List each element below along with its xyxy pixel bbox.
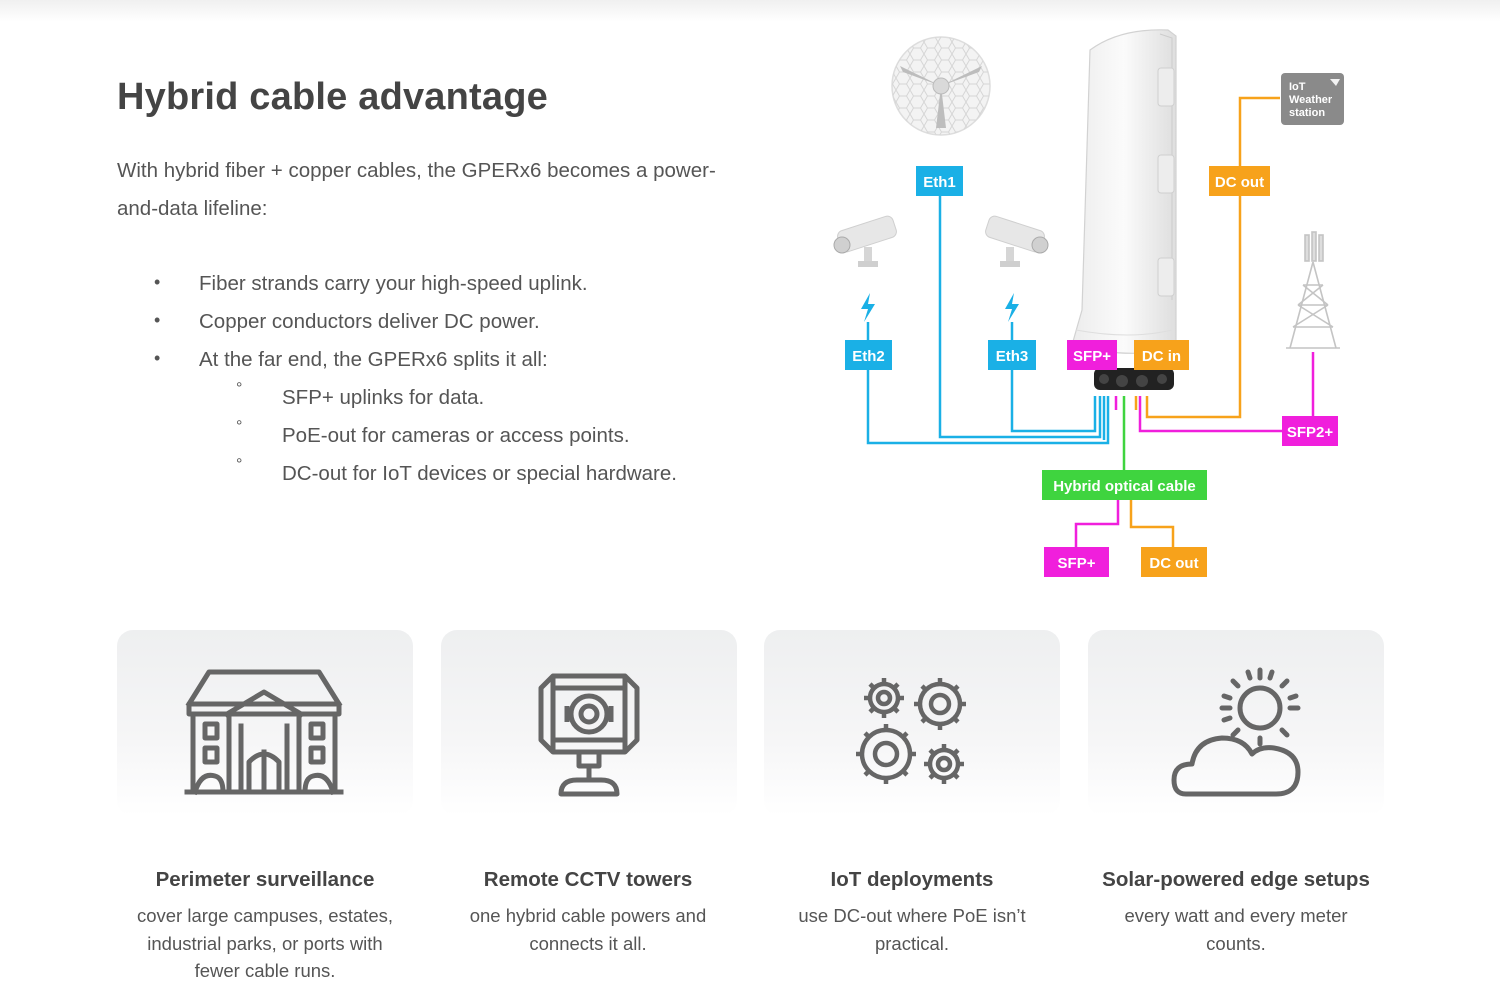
card-title: Remote CCTV towers — [483, 868, 693, 891]
card-description-line: use DC-out where PoE isn’t — [798, 905, 1026, 926]
dc-out-bottom-line — [1129, 500, 1175, 547]
card-description-line: fewer cable runs. — [194, 960, 336, 981]
sub-bullet-circle: ° — [236, 418, 243, 435]
svg-text:SFP+: SFP+ — [1058, 555, 1096, 572]
svg-text:SFP+: SFP+ — [1073, 348, 1111, 365]
iot-label-line: IoT — [1289, 81, 1306, 93]
intro-paragraph: With hybrid fiber + copper cables, the G… — [117, 159, 716, 220]
card-description-line: counts. — [1206, 932, 1266, 954]
bullet-dot: • — [154, 310, 161, 330]
sfp-bottom-line — [1074, 500, 1120, 547]
label-sfp2-plus: SFP2+ — [1282, 416, 1338, 446]
card-solar-edge — [1088, 630, 1384, 816]
poe-bolt-icon — [861, 293, 875, 322]
dc-lines — [1129, 96, 1280, 547]
card-description-line: cover large campuses, estates, — [136, 905, 394, 926]
card-iot-deployments — [764, 630, 1060, 816]
eth2-line — [866, 370, 1110, 445]
svg-text:Eth2: Eth2 — [852, 348, 885, 365]
svg-text:DC in: DC in — [1142, 348, 1181, 365]
iot-label-line: station — [1289, 107, 1325, 119]
svg-text:Eth1: Eth1 — [923, 174, 956, 191]
ethernet-lines — [866, 196, 1110, 445]
iot-label-line: Weather — [1289, 94, 1333, 106]
sub-bullet-circle: ° — [236, 456, 243, 473]
label-dc-in: DC in — [1134, 340, 1189, 370]
iot-weather-station-icon: IoT Weather station — [1281, 73, 1344, 125]
sub-bullet-text: SFP+ uplinks for data. — [282, 386, 485, 409]
security-camera-icon — [833, 215, 897, 267]
eth1-line — [938, 196, 1102, 439]
sfp-lines — [1074, 352, 1315, 547]
card-description-line: one hybrid cable powers and — [469, 905, 707, 926]
bullet-text: Copper conductors deliver DC power. — [199, 310, 540, 333]
svg-text:SFP2+: SFP2+ — [1287, 424, 1334, 441]
gears-icon — [856, 678, 966, 784]
sub-bullet-text: DC-out for IoT devices or special hardwa… — [282, 462, 677, 485]
card-description: use DC-out where PoE isn’t practical. — [762, 902, 1062, 957]
poe-bolt-icon — [1005, 293, 1019, 322]
sub-bullet-text: PoE-out for cameras or access points. — [282, 424, 630, 447]
wireless-dish-icon — [891, 36, 991, 136]
svg-text:DC out: DC out — [1215, 174, 1264, 191]
hybrid-cable-diagram: IoT Weather station Eth1 Eth2 Eth3 SFP+ … — [833, 29, 1344, 577]
bullet-text: Fiber strands carry your high-speed upli… — [199, 272, 588, 295]
label-hybrid-cable: Hybrid optical cable — [1042, 470, 1207, 500]
svg-text:Eth3: Eth3 — [996, 348, 1029, 365]
sub-bullet-circle: ° — [236, 380, 243, 397]
card-remote-cctv — [441, 630, 737, 816]
card-description-line: industrial parks, or ports with — [147, 932, 383, 954]
bullet-dot: • — [154, 272, 161, 292]
card-description: one hybrid cable powers and connects it … — [438, 902, 738, 957]
label-dc-out-top: DC out — [1209, 166, 1270, 196]
building-icon — [184, 669, 344, 796]
card-title: IoT deployments — [830, 868, 994, 891]
label-dc-out-bottom: DC out — [1141, 547, 1207, 577]
dc-out-top-up — [1238, 96, 1280, 166]
cell-tower-icon — [1286, 231, 1340, 349]
label-eth3: Eth3 — [988, 340, 1036, 370]
label-eth1: Eth1 — [916, 166, 963, 196]
label-sfp-plus: SFP+ — [1067, 340, 1117, 370]
page-title: Hybrid cable advantage — [117, 76, 548, 118]
card-description: cover large campuses, estates, industria… — [115, 902, 415, 985]
card-perimeter-surveillance — [117, 630, 413, 816]
security-camera-icon — [985, 215, 1049, 267]
sfp2-line — [1138, 396, 1282, 433]
card-description-line: practical. — [874, 932, 950, 954]
svg-text:Hybrid optical cable: Hybrid optical cable — [1053, 478, 1196, 495]
label-eth2: Eth2 — [845, 340, 892, 370]
top-fade — [0, 0, 1500, 22]
svg-text:DC out: DC out — [1149, 555, 1198, 572]
dc-out-top-line — [1145, 196, 1242, 419]
card-description-line: every watt and every meter — [1124, 905, 1348, 926]
sun-cloud-icon — [1171, 667, 1301, 797]
card-description-line: connects it all. — [529, 932, 647, 954]
card-title: Perimeter surveillance — [155, 868, 375, 891]
bullet-dot: • — [154, 348, 161, 368]
label-sfp-plus-bottom: SFP+ — [1044, 547, 1109, 577]
cctv-camera-icon — [538, 673, 640, 797]
card-description: every watt and every meter counts. — [1086, 902, 1386, 957]
gperx6-enclosure — [1071, 29, 1177, 390]
card-title: Solar-powered edge setups — [1102, 868, 1370, 891]
bullet-text: At the far end, the GPERx6 splits it all… — [199, 348, 548, 371]
eth3-line — [1010, 370, 1097, 433]
